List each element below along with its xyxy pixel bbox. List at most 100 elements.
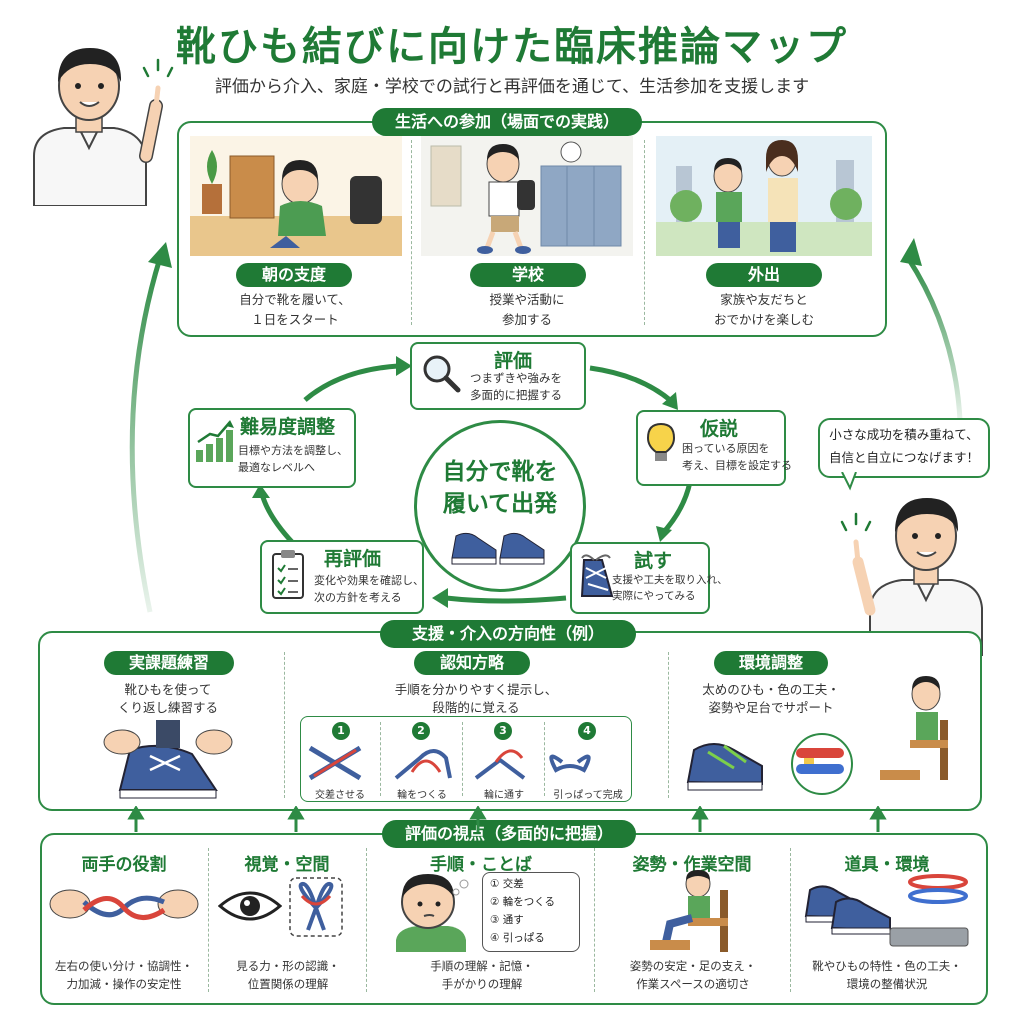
assessment-visual-title: 視覚・空間 (244, 855, 330, 875)
seated-child-icon (650, 870, 728, 952)
therapist-right-icon (840, 498, 983, 656)
steps-box (300, 716, 632, 802)
scene-desc-school-2: 参加する (501, 312, 552, 327)
clipboard-icon (272, 550, 304, 599)
assessment-visual-desc-1: 見る力・形の認識・ (236, 959, 340, 973)
center-goal-text-2: 履いて出発 (442, 491, 558, 517)
divider (366, 848, 367, 992)
magnifier-icon (423, 355, 461, 393)
scene-title-school: 学校 (470, 263, 586, 287)
scene-desc-morning-2: １日をスタート (251, 312, 339, 327)
intervention-task-practice-title: 実課題練習 (104, 651, 234, 675)
divider (594, 848, 595, 992)
assessment-sequence-title: 手順・ことば (430, 855, 532, 875)
divider (790, 848, 791, 992)
scene-desc-outing-1: 家族や友だちと (720, 292, 808, 307)
step-label-2: 輪をつくる (397, 790, 447, 801)
center-goal-text-1: 自分で靴を (442, 459, 558, 485)
divider (284, 652, 285, 798)
cycle-node-try (570, 542, 710, 614)
assessment-posture-desc-2: 作業スペースの適切さ (636, 977, 750, 991)
divider (668, 652, 669, 798)
cycle-node-evaluation-desc-2: 多面的に把握する (470, 388, 562, 402)
scene-desc-morning-1: 自分で靴を履いて、 (239, 292, 351, 307)
divider (544, 722, 545, 796)
environment-support-icon (686, 676, 948, 795)
divider (644, 140, 645, 325)
outing-scene-icon (656, 136, 872, 256)
school-scene-icon (421, 136, 633, 256)
assessment-tools-title: 道具・環境 (844, 855, 930, 875)
step-label-4: 引っぱって完成 (553, 790, 623, 801)
cycle-node-reevaluation-desc-2: 次の方針を考える (314, 591, 402, 604)
assessment-label: 評価の視点（多面的に把握） (382, 820, 636, 848)
lightbulb-icon (646, 422, 676, 461)
scene-desc-school-1: 授業や活動に (489, 292, 565, 307)
divider (462, 722, 463, 796)
step-number: 3 (494, 722, 512, 740)
assessment-tools-desc-1: 靴やひもの特性・色の工夫・ (812, 959, 962, 973)
assessment-bimanual-title: 両手の役割 (81, 855, 167, 875)
speech-bubble-text-1: 小さな成功を積み重ねて、 (829, 427, 979, 442)
cycle-node-hypothesis-desc-2: 考え、目標を設定する (682, 459, 792, 472)
step-label-3: 輪に通す (484, 790, 524, 801)
scene-title-morning: 朝の支度 (236, 263, 352, 287)
assessment-bimanual-desc-2: 力加減・操作の安定性 (66, 977, 182, 991)
cycle-node-evaluation-title: 評価 (494, 350, 533, 372)
assessment-tools-desc-2: 環境の整備状況 (846, 977, 928, 991)
cycle-node-hypothesis-title: 仮説 (700, 418, 739, 440)
speech-bubble-tail (841, 472, 857, 491)
intervention-task-practice-desc-1: 靴ひもを使って (124, 682, 212, 697)
page-subtitle: 評価から介入、家庭・学校での試行と再評価を通じて、生活参加を支援します (214, 77, 810, 97)
thinking-child-icon (396, 874, 469, 952)
intervention-label: 支援・介入の方向性（例） (380, 620, 636, 648)
hands-lace-icon (49, 889, 199, 920)
step-number: 1 (332, 722, 350, 740)
intervention-cognitive-desc-2: 段階的に覚える (432, 700, 520, 715)
scene-title-outing: 外出 (706, 263, 822, 287)
intervention-cognitive-title: 認知方略 (414, 651, 530, 675)
shoes-icon (451, 532, 545, 565)
intervention-task-practice-desc-2: くり返し練習する (117, 700, 218, 715)
sequence-card (482, 872, 580, 952)
eye-icon (218, 891, 282, 921)
cycle-node-try-title: 試す (634, 550, 673, 572)
lace-steps-icon (308, 745, 591, 781)
cycle-node-adjust-title: 難易度調整 (240, 416, 336, 438)
cycle-node-evaluation-desc-1: つまずきや強みを (470, 371, 562, 385)
assessment-posture-title: 姿勢・作業空間 (632, 855, 752, 875)
sequence-card-line-3: ③ 通す (490, 914, 524, 926)
cycle-node-try-desc-1: 支援や工夫を取り入れ、 (612, 574, 728, 586)
divider (380, 722, 381, 796)
step-number: 4 (578, 722, 596, 740)
tools-shoes-icon (804, 874, 969, 947)
divider (411, 140, 412, 325)
intervention-environment-desc-1: 太めのひも・色の工夫・ (702, 682, 840, 697)
intervention-environment-title: 環境調整 (714, 651, 828, 675)
therapist-top-icon (33, 48, 174, 206)
speech-bubble (818, 418, 990, 478)
participation-label: 生活への参加（場面での実践） (372, 108, 642, 136)
laced-shoe-icon (580, 554, 614, 597)
intervention-environment-desc-2: 姿勢や足台でサポート (708, 700, 834, 715)
morning-scene-icon (190, 136, 402, 256)
intervention-cognitive-desc-1: 手順を分かりやすく提示し、 (394, 682, 558, 697)
assessment-visual-desc-2: 位置関係の理解 (247, 977, 329, 991)
cycle-node-adjust-desc-2: 最適なレベルへ (238, 461, 315, 474)
bow-shape-icon (289, 877, 343, 937)
page-title: 靴ひも結びに向けた臨床推論マップ (176, 24, 848, 70)
growth-chart-icon (196, 420, 234, 462)
assessment-sequence-desc-2: 手がかりの理解 (441, 977, 523, 991)
sequence-card-line-4: ④ 引っぱる (490, 932, 545, 944)
assessment-bimanual-desc-1: 左右の使い分け・協調性・ (55, 959, 193, 973)
hands-tying-shoe-icon (103, 720, 233, 799)
assessment-sequence-desc-1: 手順の理解・記憶・ (430, 959, 534, 973)
cycle-node-hypothesis-desc-1: 困っている原因を (682, 442, 770, 455)
sequence-card-line-1: ① 交差 (490, 878, 524, 890)
sequence-card-line-2: ② 輪をつくる (490, 896, 556, 908)
cycle-node-reevaluation-title: 再評価 (324, 548, 382, 570)
speech-bubble-text-2: 自信と自立につなげます！ (828, 450, 979, 465)
cycle-node-adjust-desc-1: 目標や方法を調整し、 (238, 444, 348, 457)
